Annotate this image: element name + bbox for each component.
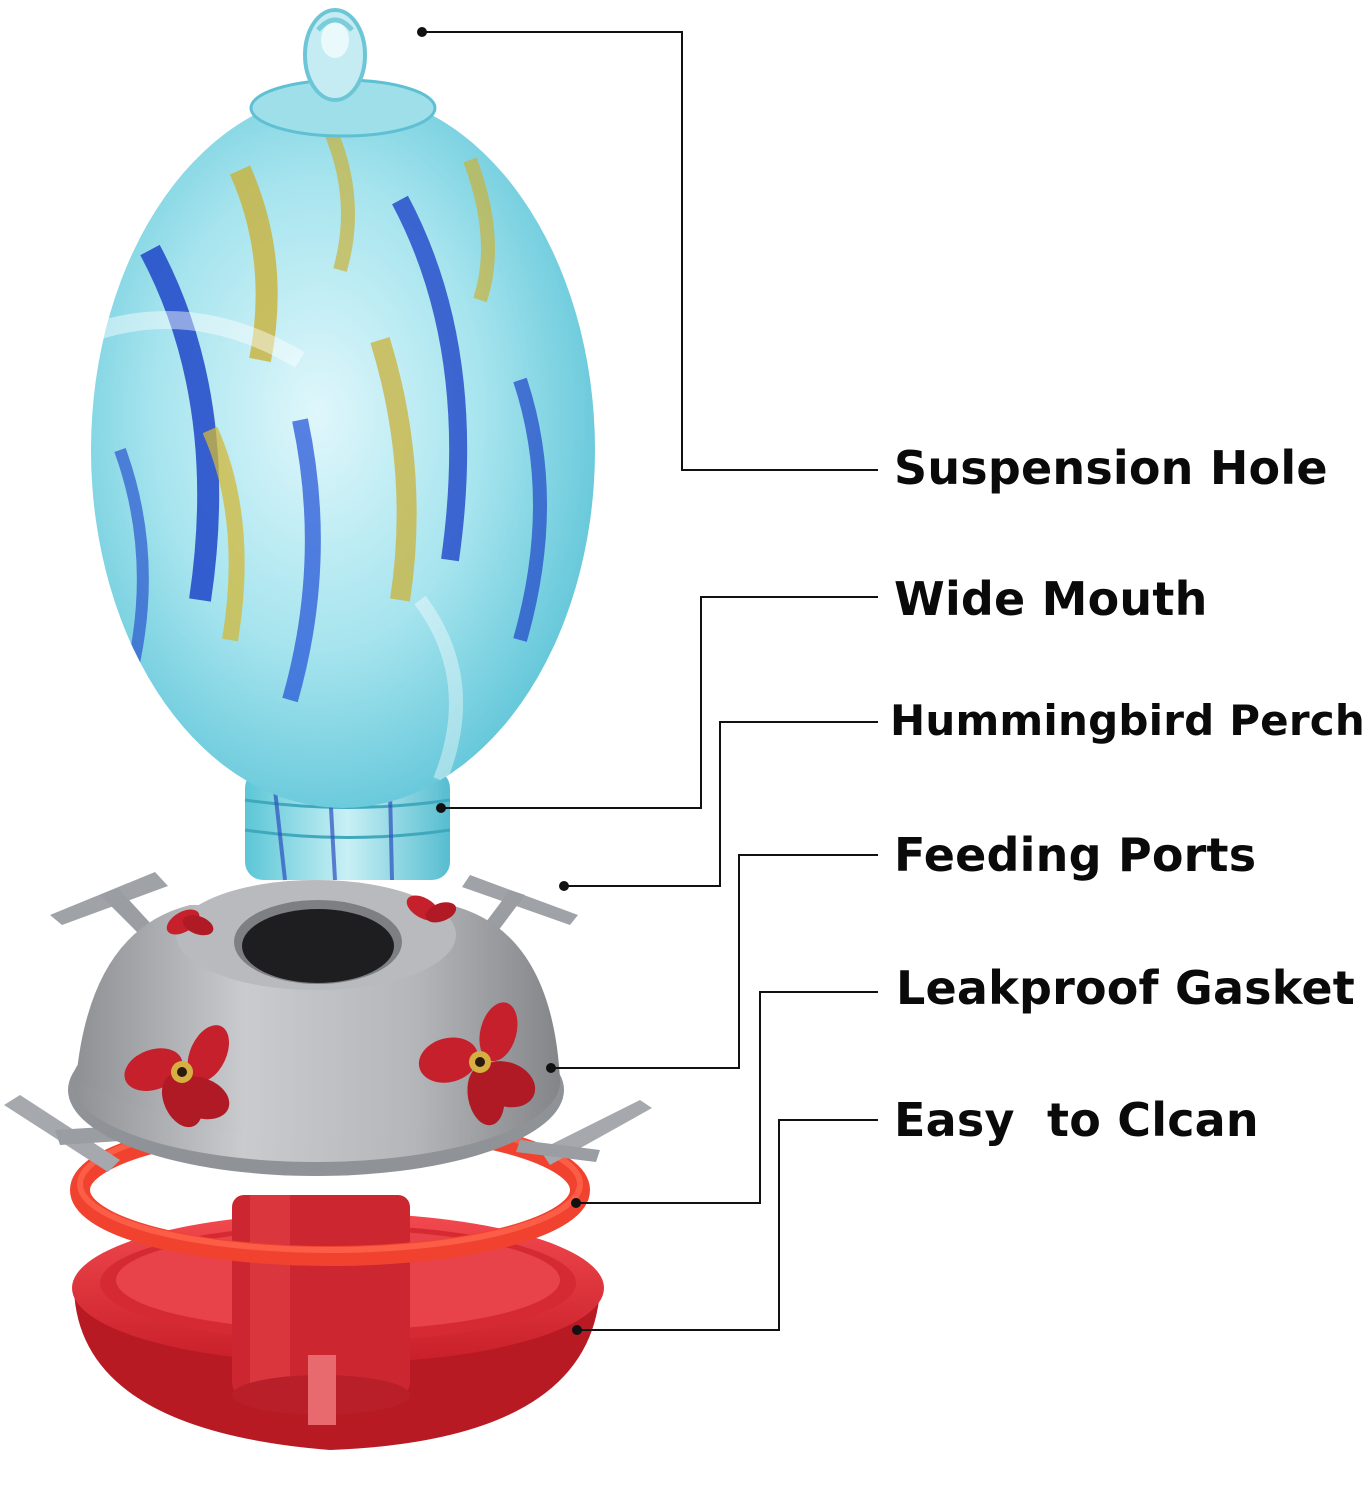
leader-dot-suspension-hole: [417, 27, 427, 37]
leader-line-wide-mouth: [441, 596, 878, 809]
suspension-hole-knob: [303, 8, 367, 102]
leader-line-feeding-ports: [551, 854, 878, 1069]
feeding-port-flower-right: [418, 1002, 536, 1126]
feeding-port-flower-back-right: [406, 895, 457, 923]
leader-dots: [417, 27, 582, 1335]
leader-dot-hummingbird-perch: [559, 881, 569, 891]
leader-line-hummingbird-perch: [564, 721, 878, 887]
leader-dot-leakproof-gasket: [571, 1198, 581, 1208]
leader-line-leakproof-gasket: [576, 991, 878, 1204]
leader-line-suspension-hole: [422, 31, 878, 471]
feeding-port-flower-back-left: [166, 909, 214, 936]
feeding-port-dome: [4, 872, 652, 1176]
leader-dot-feeding-ports: [546, 1063, 556, 1073]
leader-dot-wide-mouth: [436, 803, 446, 813]
glass-bottle: [91, 8, 595, 881]
label-feeding-ports: Feeding Ports: [894, 828, 1257, 882]
leader-dot-easy-to-clean: [572, 1325, 582, 1335]
leader-line-easy-to-clean: [577, 1119, 878, 1331]
feeding-port-flower-left: [124, 1025, 230, 1128]
leader-lines: [422, 31, 878, 1331]
label-leakproof-gasket: Leakproof Gasket: [896, 961, 1355, 1015]
label-easy-to-clean: Easy to Clcan: [894, 1093, 1259, 1147]
label-wide-mouth: Wide Mouth: [894, 572, 1208, 626]
label-suspension-hole: Suspension Hole: [894, 441, 1328, 495]
label-hummingbird-perch: Hummingbird Perch: [890, 696, 1365, 745]
